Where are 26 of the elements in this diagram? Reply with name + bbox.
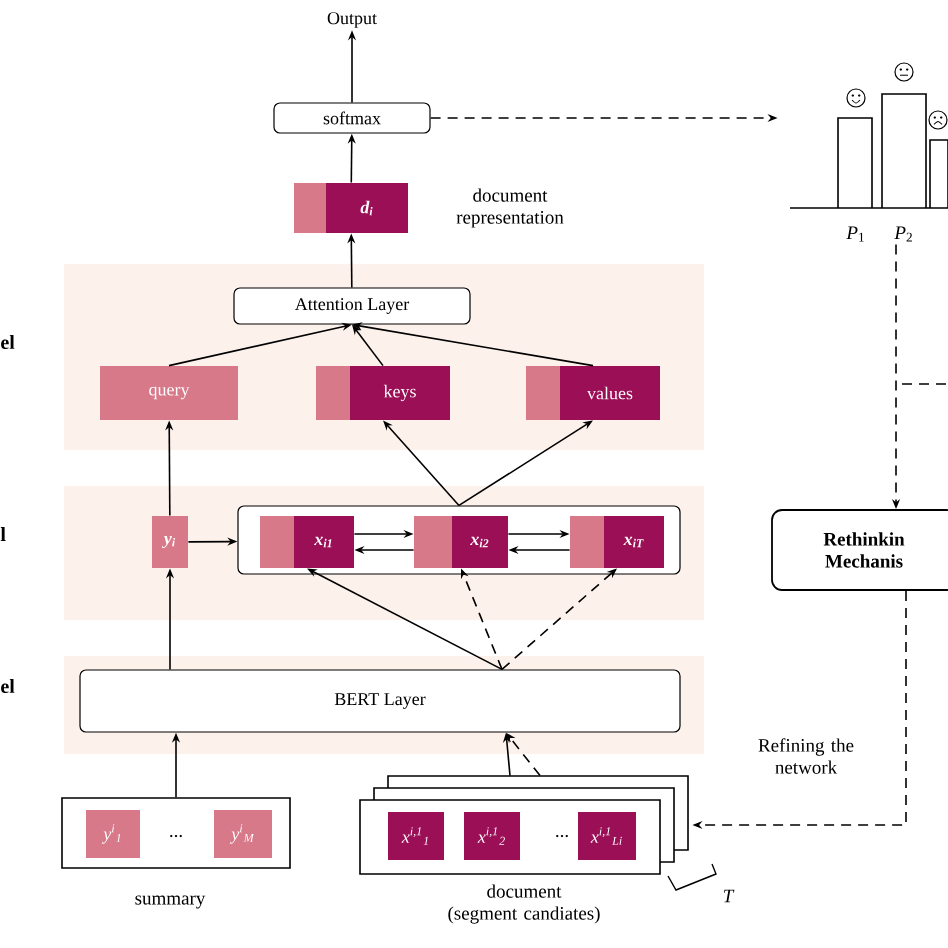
label-text: T bbox=[724, 889, 735, 903]
label-text: P$_{1}$ bbox=[846, 226, 864, 242]
vector-block: x$_{iT}$ bbox=[570, 516, 664, 568]
caption-text: document representation bbox=[456, 188, 564, 228]
ellipsis: ... bbox=[170, 834, 182, 838]
caption-text: summary bbox=[135, 895, 206, 909]
label-text: P$_{2}$ bbox=[894, 226, 912, 242]
vector-block: values bbox=[526, 366, 660, 420]
mechanism-box: Rethinkin Mechanis bbox=[771, 509, 948, 591]
vector-block: x$_{i2}$ bbox=[414, 516, 508, 568]
vector-block: x$_{i1}$ bbox=[260, 516, 354, 568]
edge-label: Refining the network bbox=[758, 738, 854, 774]
level-text: el bbox=[1, 334, 15, 350]
layer-box: Attention Layer bbox=[233, 287, 471, 325]
output-text: Output bbox=[327, 12, 377, 28]
level-text: l bbox=[0, 527, 6, 541]
vector-block: d$_{i}$ bbox=[294, 183, 408, 233]
bar-chart-drawing bbox=[789, 62, 948, 209]
vector-block: query bbox=[100, 366, 238, 420]
level-text: el bbox=[1, 678, 15, 694]
layer-box: softmax bbox=[273, 102, 431, 134]
layer-box: BERT Layer bbox=[79, 669, 681, 733]
vector-block: y$_{i}$ bbox=[152, 516, 188, 568]
ellipsis: ... bbox=[556, 834, 568, 838]
caption-text: document (segment candiates) bbox=[448, 884, 600, 924]
vector-block: keys bbox=[316, 366, 450, 420]
